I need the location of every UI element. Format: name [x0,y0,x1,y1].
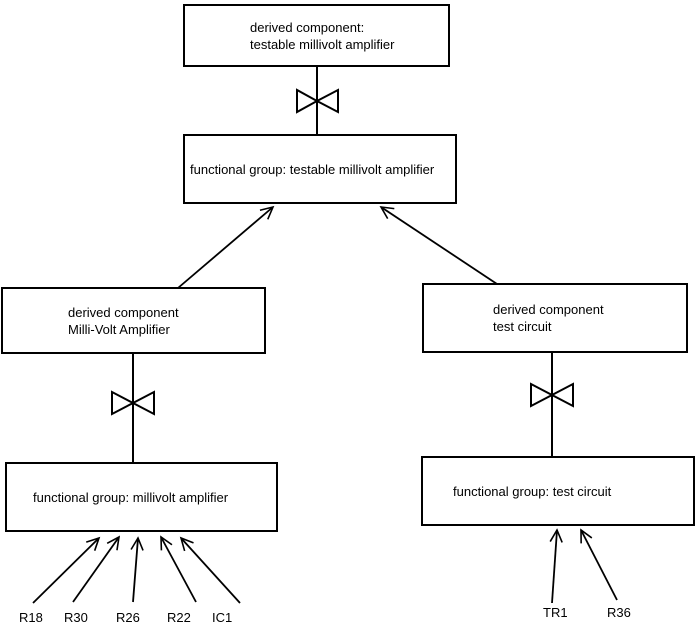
node-derived-test-circuit: derived component test circuit [422,283,688,353]
arrow-derived-test-to-fg-testable [379,206,498,285]
component-label-r36: R36 [607,605,631,620]
bowtie-icon-top [296,88,339,114]
node-derived-testable-amplifier: derived component: testable millivolt am… [183,4,450,67]
arrow-r18 [32,536,101,604]
bowtie-icon-left [111,390,155,416]
node-functional-group-testable: functional group: testable millivolt amp… [183,134,457,204]
node-label-line1: derived component [493,302,604,317]
node-label: functional group: testable millivolt amp… [190,161,435,177]
bowtie-icon-right [530,382,574,408]
arrow-tr1 [549,528,563,604]
arrow-ic1 [179,536,241,604]
node-functional-group-test-circuit: functional group: test circuit [421,456,695,526]
node-label: functional group: millivolt amplifier [33,489,229,505]
node-label-line1: derived component: [250,19,365,35]
arrow-r36 [580,528,618,601]
component-label-r26: R26 [116,610,140,625]
arrow-derived-millivolt-to-fg-testable [177,205,275,289]
component-label-tr1: TR1 [543,605,568,620]
arrow-connectors-upper [177,205,498,289]
component-label-r22: R22 [167,610,191,625]
arrow-connectors-millivolt [32,535,241,604]
node-derived-millivolt-amplifier: derived component Milli-Volt Amplifier [1,287,266,354]
node-label: functional group: test circuit [453,483,612,499]
node-functional-group-millivolt: functional group: millivolt amplifier [5,462,278,532]
component-label-ic1: IC1 [212,610,233,625]
arrow-r26 [130,536,144,603]
component-label-r18: R18 [19,610,43,625]
node-label-line2: testable millivolt amplifier [250,36,395,52]
node-label-line2: test circuit [493,319,552,334]
node-label-line1: derived component [68,304,179,320]
component-label-r30: R30 [64,610,88,625]
arrow-r30 [72,535,121,603]
arrow-connectors-test [549,528,618,604]
node-label-line2: Milli-Volt Amplifier [68,321,170,337]
arrow-r22 [160,535,197,603]
